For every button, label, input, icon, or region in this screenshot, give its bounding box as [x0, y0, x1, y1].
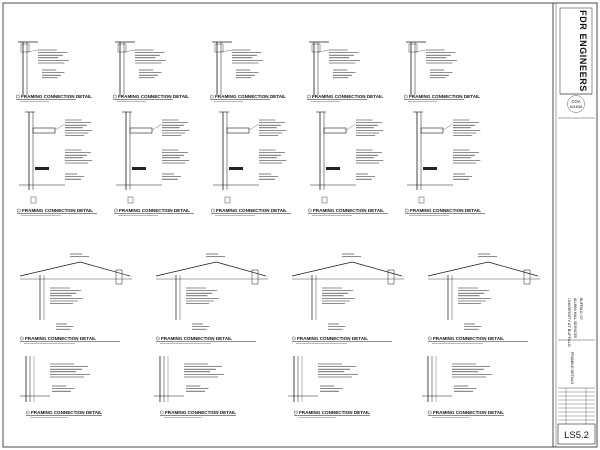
detail-tag-icon: [291, 336, 296, 341]
detail-title: FRAMING CONNECTION DETAIL: [299, 410, 370, 415]
detail-title: FRAMING CONNECTION DETAIL: [215, 94, 286, 99]
detail-title: FRAMING CONNECTION DETAIL: [22, 208, 93, 213]
detail-tag-icon: [159, 410, 164, 415]
detail-title: FRAMING CONNECTION DETAIL: [31, 410, 102, 415]
detail-title: FRAMING CONNECTION DETAIL: [313, 208, 384, 213]
detail-tag-icon: [113, 94, 117, 99]
detail-title: FRAMING CONNECTION DETAIL: [409, 94, 480, 99]
firm-logo-text: FDR ENGINEERS: [578, 10, 588, 92]
detail-drawing: FRAMING CONNECTION DETAIL: [15, 41, 92, 102]
detail-tag-icon: [427, 336, 432, 341]
sheet-title: FRAMING DETAILS: [570, 352, 574, 385]
detail-tag-icon: [25, 410, 30, 415]
detail-drawing: FRAMING CONNECTION DETAIL: [20, 356, 102, 418]
detail-title: FRAMING CONNECTION DETAIL: [216, 208, 287, 213]
revision-table: [558, 388, 595, 424]
coa-seal-icon: [567, 95, 585, 113]
detail-drawing: FRAMING CONNECTION DETAIL: [306, 41, 383, 102]
detail-title: FRAMING CONNECTION DETAIL: [312, 94, 383, 99]
detail-title: FRAMING CONNECTION DETAIL: [165, 410, 236, 415]
detail-title: FRAMING CONNECTION DETAIL: [25, 336, 96, 341]
detail-title: FRAMING CONNECTION DETAIL: [119, 208, 190, 213]
detail-drawing: FRAMING CONNECTION DETAIL: [210, 111, 291, 216]
detail-tag-icon: [210, 208, 215, 213]
detail-tag-icon: [114, 208, 118, 213]
detail-title: FRAMING CONNECTION DETAIL: [410, 208, 481, 213]
detail-drawing: FRAMING CONNECTION DETAIL: [155, 253, 268, 344]
detail-title: FRAMING CONNECTION DETAIL: [433, 410, 504, 415]
detail-drawing: FRAMING CONNECTION DETAIL: [427, 253, 540, 344]
detail-drawing: FRAMING CONNECTION DETAIL: [403, 41, 480, 102]
project-location: BUFFALO, NY: [579, 298, 583, 321]
detail-drawing: FRAMING CONNECTION DETAIL: [422, 356, 504, 418]
detail-tag-icon: [15, 94, 20, 99]
detail-drawing: FRAMING CONNECTION DETAIL: [16, 111, 97, 216]
detail-tag-icon: [16, 208, 21, 213]
detail-drawing: FRAMING CONNECTION DETAIL: [291, 253, 404, 344]
sheet-number: LS5.2: [564, 430, 589, 441]
detail-tag-icon: [404, 208, 409, 213]
title-block: FDR ENGINEERS COA #11608 UNIVERSITY AT B…: [552, 3, 596, 447]
project-name-2: ALUMNI HALL SERVICES: [573, 298, 577, 339]
detail-drawing: FRAMING CONNECTION DETAIL: [19, 253, 132, 344]
details-area: FRAMING CONNECTION DETAIL FRAMING CONNECT…: [15, 41, 540, 418]
detail-tag-icon: [306, 94, 311, 99]
detail-drawing: FRAMING CONNECTION DETAIL: [114, 111, 194, 216]
detail-drawing: FRAMING CONNECTION DETAIL: [307, 111, 388, 216]
detail-tag-icon: [293, 410, 298, 415]
detail-drawing: FRAMING CONNECTION DETAIL: [404, 111, 485, 216]
sheet-number-box: [557, 423, 596, 445]
detail-tag-icon: [155, 336, 160, 341]
detail-tag-icon: [427, 410, 432, 415]
detail-drawing: FRAMING CONNECTION DETAIL: [113, 41, 189, 102]
detail-title: FRAMING CONNECTION DETAIL: [433, 336, 504, 341]
project-name-1: UNIVERSITY AT BUFFALO: [567, 298, 572, 347]
detail-drawing: FRAMING CONNECTION DETAIL: [209, 41, 286, 102]
detail-tag-icon: [307, 208, 312, 213]
detail-drawing: FRAMING CONNECTION DETAIL: [288, 356, 370, 418]
detail-title: FRAMING CONNECTION DETAIL: [118, 94, 189, 99]
detail-tag-icon: [19, 336, 24, 341]
detail-title: FRAMING CONNECTION DETAIL: [21, 94, 92, 99]
detail-tag-icon: [403, 94, 408, 99]
coa-label: COA: [571, 99, 580, 104]
detail-title: FRAMING CONNECTION DETAIL: [161, 336, 232, 341]
detail-tag-icon: [209, 94, 214, 99]
detail-title: FRAMING CONNECTION DETAIL: [297, 336, 368, 341]
coa-number: #11608: [570, 105, 582, 109]
detail-drawing: FRAMING CONNECTION DETAIL: [154, 356, 236, 418]
